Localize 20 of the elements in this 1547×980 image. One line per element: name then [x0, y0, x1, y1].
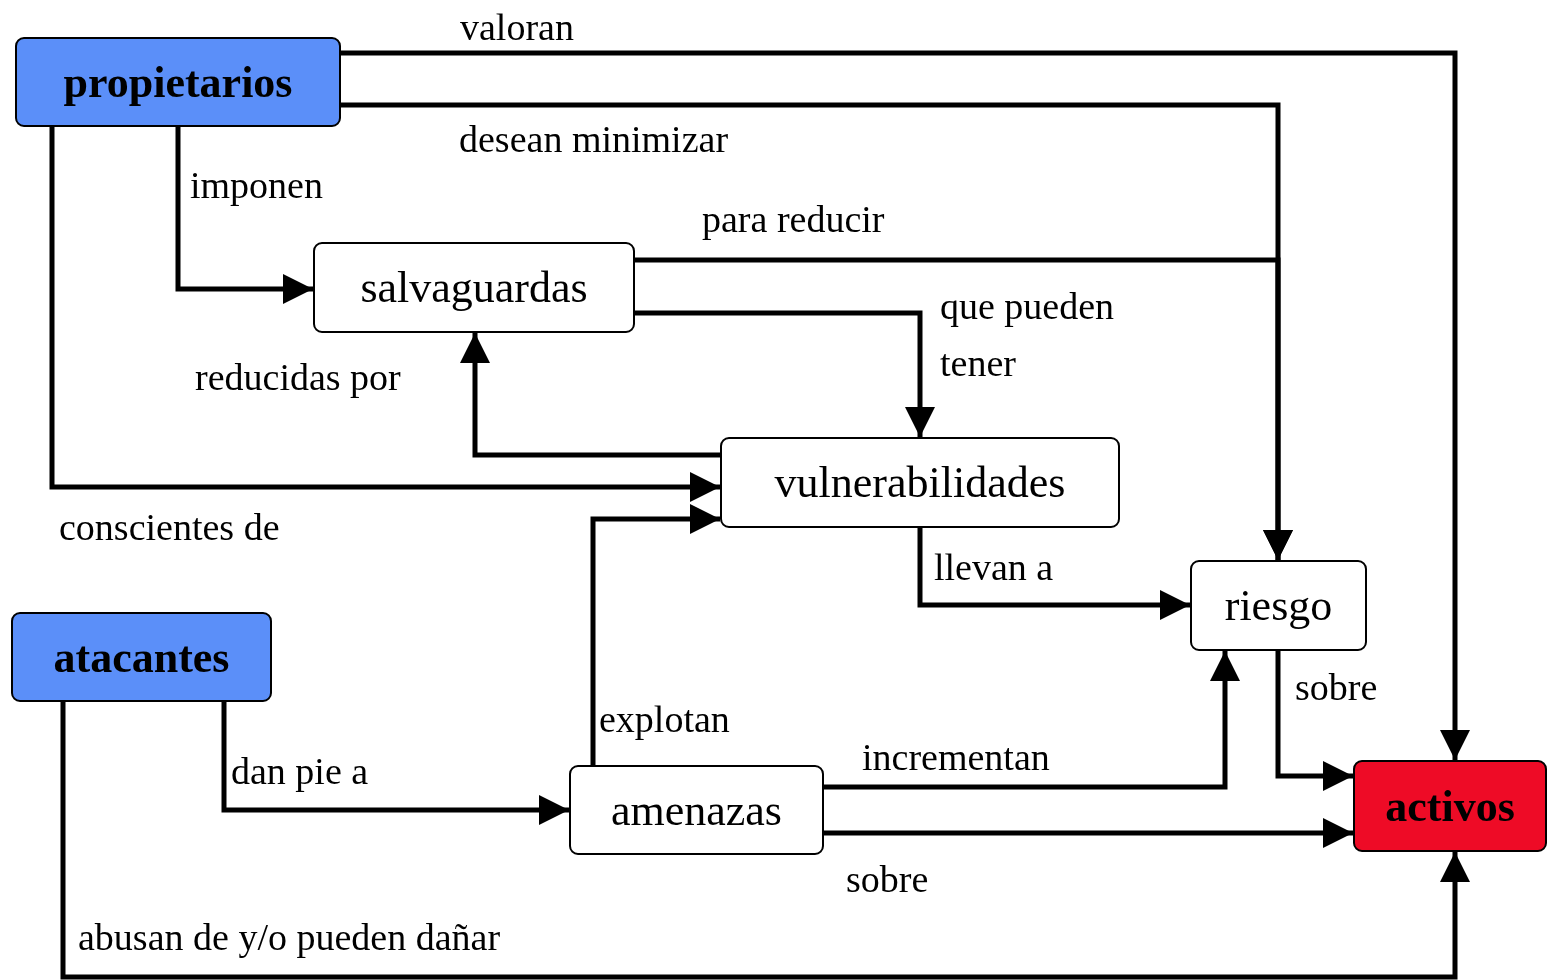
- arrow: [460, 333, 720, 458]
- arrow: [635, 310, 935, 437]
- concept-box: vulnerabilidades: [720, 437, 1120, 528]
- arrow: [341, 50, 1470, 760]
- arrow: [824, 818, 1353, 848]
- concept-box: amenazas: [569, 765, 824, 855]
- arrow: [635, 257, 1293, 560]
- arrow: [1275, 651, 1353, 791]
- arrow: [49, 127, 720, 502]
- concept-box: propietarios: [15, 37, 341, 127]
- arrow: [590, 504, 720, 765]
- arrow: [221, 702, 569, 825]
- concept-box: activos: [1353, 760, 1547, 852]
- concept-box: riesgo: [1190, 560, 1367, 651]
- concept-box: atacantes: [11, 612, 272, 702]
- concept-box: salvaguardas: [313, 242, 635, 333]
- arrow: [60, 702, 1470, 980]
- arrow: [824, 651, 1240, 790]
- arrow: [917, 528, 1190, 620]
- arrow: [175, 127, 313, 304]
